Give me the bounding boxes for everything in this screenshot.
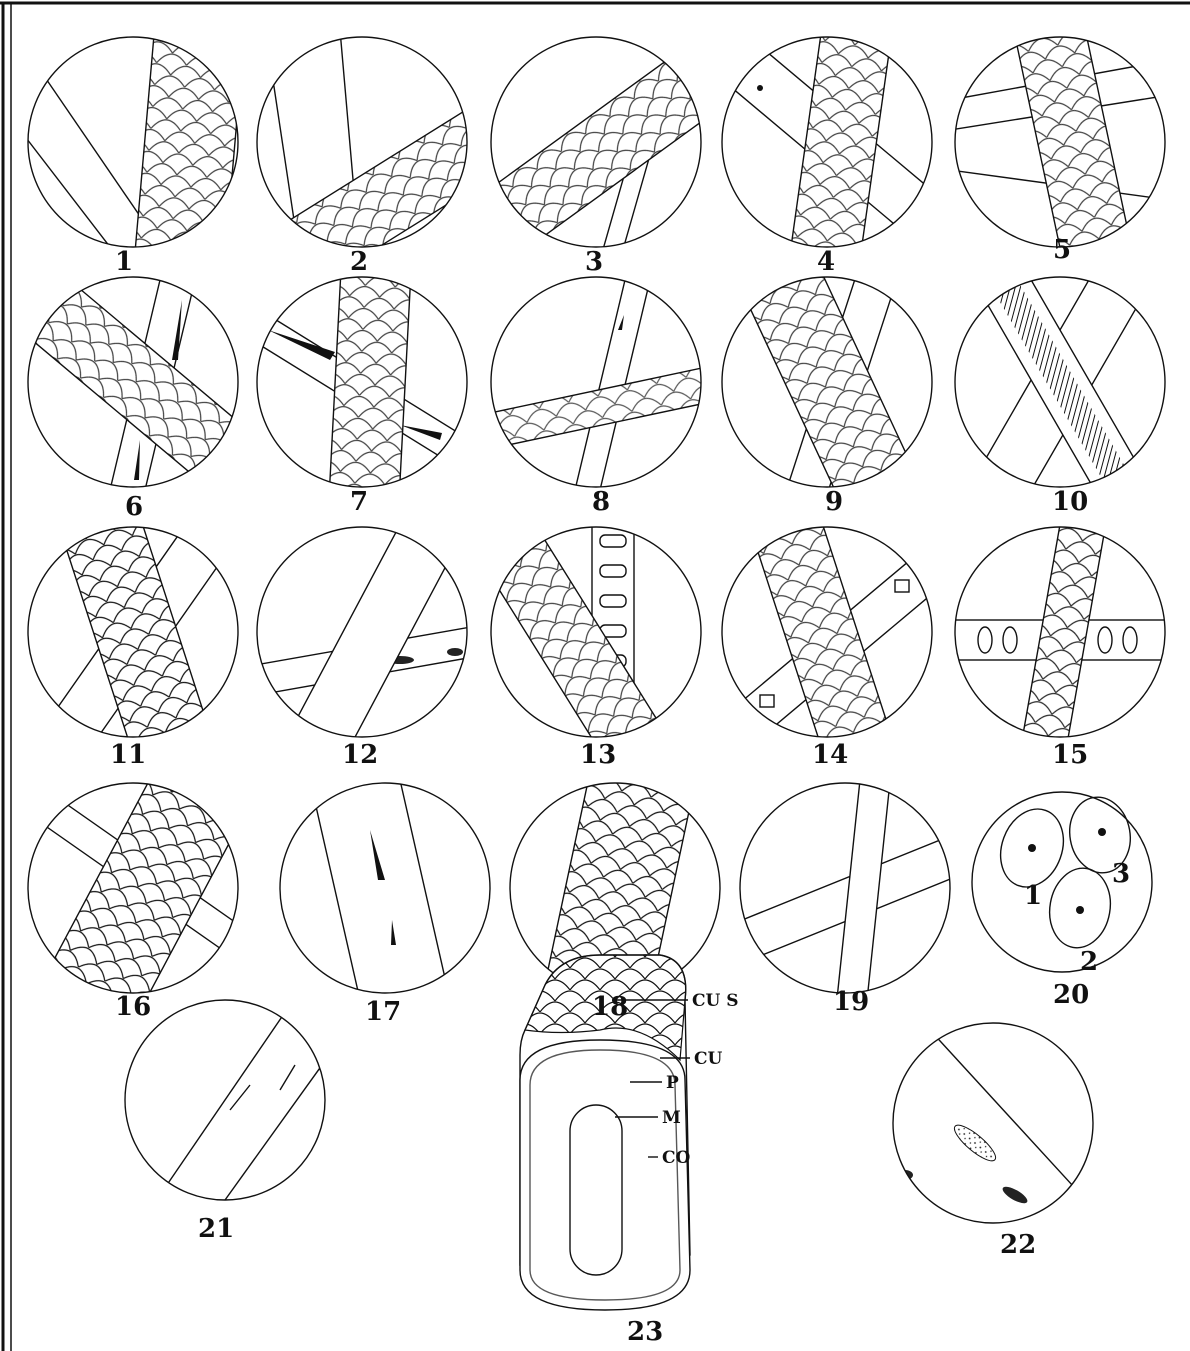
fig-number-16: 16 (115, 992, 151, 1022)
label-cortex: CO (662, 1148, 691, 1168)
fig-number-13: 13 (580, 740, 616, 770)
fig-number-18: 18 (592, 992, 628, 1022)
fig-number-7: 7 (350, 487, 368, 517)
fig-17-circle (280, 780, 490, 1000)
fig-3-circle (473, 37, 733, 260)
fig-number-23: 23 (627, 1317, 663, 1347)
fig-number-21: 21 (198, 1214, 234, 1244)
fig-number-22: 22 (1000, 1230, 1036, 1260)
fig-number-14: 14 (812, 740, 848, 770)
fig-8-circle (480, 277, 732, 490)
fig-4-circle (714, 26, 945, 273)
label-cuticle: CU (694, 1049, 723, 1069)
label-cuticle-scales: CU S (692, 991, 739, 1011)
fig-number-17: 17 (365, 997, 401, 1027)
fig-number-15: 15 (1052, 740, 1088, 770)
fig20-cell-label-2: 2 (1080, 947, 1098, 977)
fig-number-5: 5 (1053, 235, 1071, 265)
fig-number-10: 10 (1052, 487, 1088, 517)
fig-number-19: 19 (833, 987, 869, 1017)
fig-number-4: 4 (817, 247, 835, 277)
fig-number-6: 6 (125, 492, 143, 522)
fig-6-circle (26, 277, 270, 502)
fig-number-11: 11 (110, 740, 146, 770)
fig-10-circle (955, 262, 1165, 515)
fig-number-2: 2 (350, 247, 368, 277)
fig-21-circle (125, 1000, 340, 1200)
fig20-cell-label-1: 1 (1024, 881, 1042, 911)
fig-2-circle (251, 30, 509, 304)
fig-12-circle (249, 521, 491, 770)
fig-number-3: 3 (585, 247, 603, 277)
label-medulla: M (662, 1108, 681, 1128)
fig-9-circle (722, 255, 932, 515)
fig-20-circle: 1 2 3 (972, 792, 1152, 977)
fig-1-circle (20, 26, 244, 263)
fig20-cell-label-3: 3 (1112, 859, 1130, 889)
fig-number-12: 12 (342, 740, 378, 770)
fig-22-circle (893, 1023, 1095, 1223)
fig-number-9: 9 (825, 487, 843, 517)
fig-number-8: 8 (592, 487, 610, 517)
fig-number-1: 1 (115, 247, 133, 277)
fig-15-circle (950, 518, 1180, 772)
fig-23-hair-structure: CU S CU P M CO (520, 955, 739, 1310)
fig-7-circle (257, 268, 470, 501)
label-pigment: P (666, 1073, 679, 1093)
fig-number-20: 20 (1053, 980, 1089, 1010)
